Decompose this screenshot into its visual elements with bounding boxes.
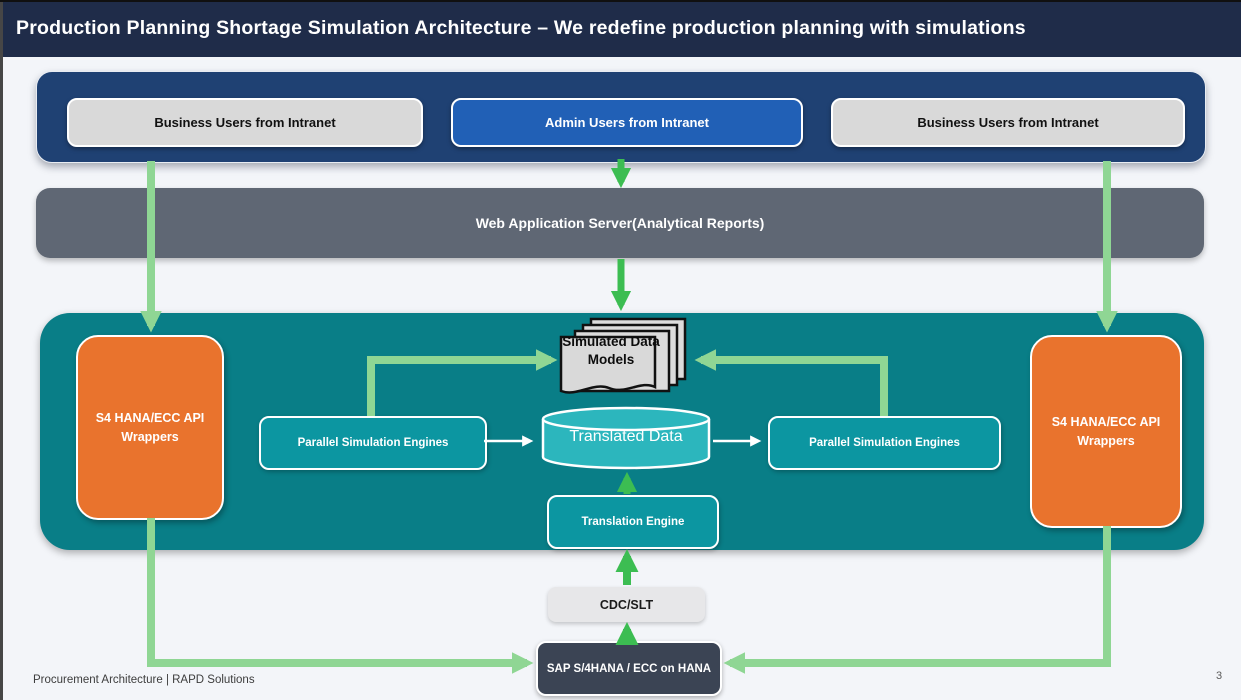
api-wrappers-right-box: S4 HANA/ECC API Wrappers — [1030, 335, 1182, 528]
business-users-left-box: Business Users from Intranet — [67, 98, 423, 147]
parallel-simulation-engines-left-box: Parallel Simulation Engines — [259, 416, 487, 470]
page-number: 3 — [1216, 670, 1223, 682]
documents-stack-icon — [559, 317, 687, 394]
sap-hana-box: SAP S/4HANA / ECC on HANA — [536, 641, 722, 696]
business-users-right-box: Business Users from Intranet — [831, 98, 1185, 147]
slide-title-bar: Production Planning Shortage Simulation … — [0, 0, 1241, 57]
translated-data-label: Translated Data — [569, 428, 683, 445]
admin-users-box: Admin Users from Intranet — [451, 98, 803, 147]
api-wrappers-left-box: S4 HANA/ECC API Wrappers — [76, 335, 224, 520]
window-border-left — [0, 0, 3, 700]
window-border-top — [0, 0, 1241, 2]
web-application-server-bar: Web Application Server(Analytical Report… — [36, 188, 1204, 258]
slide-title: Production Planning Shortage Simulation … — [16, 17, 1026, 39]
simulated-data-models-label: Simulated Data Models — [562, 334, 660, 367]
database-cylinder-icon — [541, 406, 711, 470]
cdc-slt-box: CDC/SLT — [548, 587, 705, 622]
footer-text: Procurement Architecture | RAPD Solution… — [33, 674, 255, 686]
translation-engine-box: Translation Engine — [547, 495, 719, 549]
intranet-users-band: Business Users from Intranet Admin Users… — [36, 71, 1206, 163]
parallel-simulation-engines-right-box: Parallel Simulation Engines — [768, 416, 1001, 470]
